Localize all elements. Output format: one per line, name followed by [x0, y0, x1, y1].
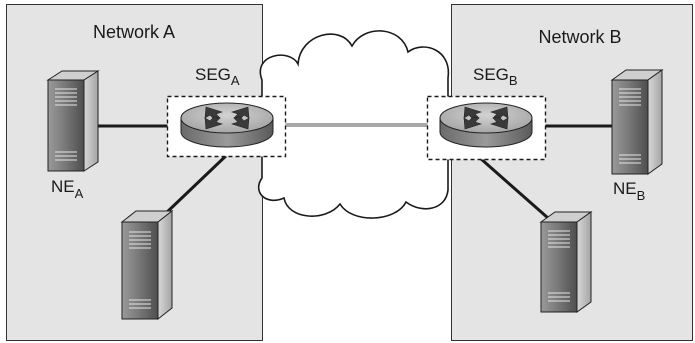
- ne-a-label-main: NE: [51, 177, 75, 196]
- ne-b-label: NEB: [613, 179, 645, 203]
- network-a-title: Network A: [93, 22, 175, 42]
- link-server-a-seg-a: [163, 150, 232, 216]
- ne-a-label-sub: A: [75, 186, 84, 201]
- seg-a-router-icon: [180, 102, 274, 148]
- network-b-title: Network B: [538, 27, 621, 47]
- host-a-server-icon: [120, 209, 174, 321]
- ne-a-label: NEA: [51, 177, 84, 201]
- ne-a-server-icon: [46, 70, 100, 172]
- host-b-server-icon: [539, 211, 593, 313]
- seg-a-label-sub: A: [231, 73, 240, 88]
- ne-b-server-icon: [610, 69, 664, 175]
- seg-a-label-main: SEG: [195, 65, 231, 84]
- seg-b-label-sub: B: [509, 73, 518, 88]
- seg-a-label: SEGA: [195, 65, 240, 88]
- ne-b-label-main: NE: [613, 179, 637, 198]
- ne-b-label-sub: B: [637, 188, 646, 203]
- seg-b-label: SEGB: [473, 65, 518, 88]
- seg-b-router-icon: [439, 102, 533, 148]
- link-seg-b-server-b: [479, 156, 549, 220]
- seg-b-label-main: SEG: [473, 65, 509, 84]
